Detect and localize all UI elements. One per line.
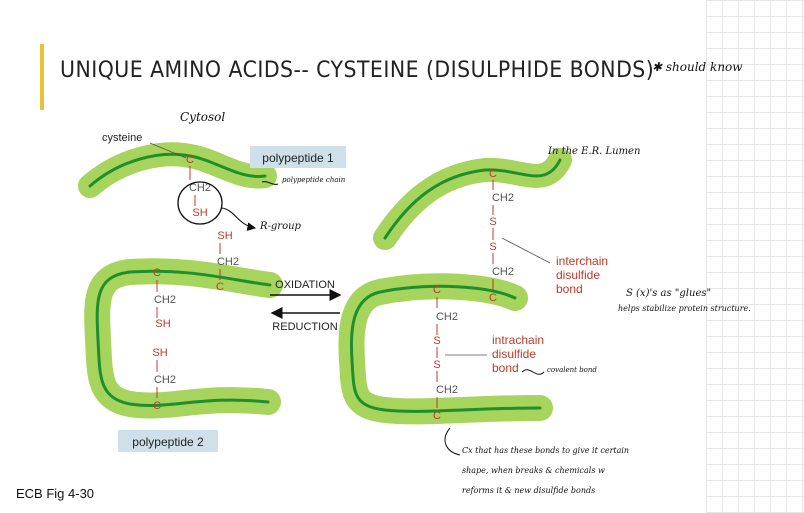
r-group-note: R-group bbox=[260, 221, 301, 232]
reduction-label: REDUCTION bbox=[272, 321, 337, 333]
right-c3-alpha-carbon: C bbox=[433, 284, 441, 296]
left-polypeptide-1 bbox=[78, 142, 277, 198]
covalent-bond-arrow-icon bbox=[521, 369, 545, 375]
left-c1-sh: SH bbox=[155, 318, 170, 330]
r-group-arrow-icon bbox=[221, 207, 257, 231]
left-mid-ch2: CH2 bbox=[217, 256, 239, 268]
bottom-note-1: Cx that has these bonds to give it certa… bbox=[462, 446, 630, 455]
polypeptide-2-label: polypeptide 2 bbox=[132, 435, 204, 449]
r-group-circle bbox=[177, 181, 223, 225]
left-c1: C bbox=[153, 267, 161, 279]
interchain-label-3: bond bbox=[556, 282, 583, 296]
right-interchain-s1: S bbox=[489, 216, 496, 228]
left-c2-ch2: CH2 bbox=[154, 374, 176, 386]
bottom-note-2: shape, when breaks & chemicals w bbox=[462, 466, 605, 475]
left-top-ch2: CH2 bbox=[189, 182, 211, 194]
right-polypeptide-1 bbox=[373, 148, 572, 250]
figure-caption: ECB Fig 4-30 bbox=[16, 486, 95, 501]
intrachain-label-1: intrachain bbox=[492, 333, 544, 347]
polypeptide-chain-arrow-icon bbox=[261, 181, 279, 185]
oxidation-label: OXIDATION bbox=[275, 279, 335, 291]
right-interchain-s2: S bbox=[489, 241, 496, 253]
intrachain-label-3: bond bbox=[492, 361, 519, 375]
right-c3-ch2: CH2 bbox=[436, 311, 458, 323]
cysteine-label: cysteine bbox=[102, 132, 142, 144]
polypeptide-1-label: polypeptide 1 bbox=[262, 151, 334, 165]
interchain-label-2: disulfide bbox=[556, 268, 600, 282]
left-c2-sh: SH bbox=[152, 347, 167, 359]
covalent-bond-note: covalent bond bbox=[547, 366, 597, 374]
right-intrachain-s2: S bbox=[433, 359, 440, 371]
left-top-sh: SH bbox=[192, 207, 207, 219]
left-c2-alpha-carbon: C bbox=[153, 400, 161, 412]
left-mid-sh: SH bbox=[217, 230, 232, 242]
bottom-note-3: reforms it & new disulfide bonds bbox=[462, 486, 596, 495]
glue-note-1: S (x)'s as "glues" bbox=[626, 288, 712, 299]
polypeptide-1-label-box bbox=[250, 146, 346, 168]
cytosol-note: Cytosol bbox=[180, 110, 226, 124]
right-polypeptide-2 bbox=[338, 273, 553, 425]
note-arrow-icon bbox=[444, 427, 461, 456]
polypeptide-chain-note: polypeptide chain bbox=[282, 176, 346, 184]
right-c4-alpha-carbon: C bbox=[433, 410, 441, 422]
notebook-grid bbox=[706, 0, 804, 513]
title-accent-bar bbox=[40, 44, 44, 110]
left-mid-alpha-carbon: C bbox=[216, 281, 224, 293]
right-c4-ch2: CH2 bbox=[436, 384, 458, 396]
glue-note-2: helps stabilize protein structure. bbox=[618, 304, 751, 313]
interchain-label-1: interchain bbox=[556, 254, 608, 268]
right-intrachain-s1: S bbox=[433, 335, 440, 347]
intrachain-label-2: disulfide bbox=[492, 347, 536, 361]
polypeptide-2-label-box bbox=[118, 430, 218, 452]
star-note: ✱ should know bbox=[652, 60, 743, 74]
right-top-ch2: CH2 bbox=[492, 192, 514, 204]
left-polypeptide-2 bbox=[84, 258, 283, 419]
right-top-alpha-carbon: C bbox=[489, 168, 497, 180]
left-top-alpha-carbon: C bbox=[186, 154, 194, 166]
er-lumen-note: In the E.R. Lumen bbox=[548, 146, 641, 157]
right-mid-alpha-carbon: C bbox=[489, 292, 497, 304]
right-mid-ch2: CH2 bbox=[492, 266, 514, 278]
left-c1-ch2: CH2 bbox=[154, 294, 176, 306]
slide-title: UNIQUE AMINO ACIDS-- CYSTEINE (DISULPHID… bbox=[60, 58, 655, 83]
